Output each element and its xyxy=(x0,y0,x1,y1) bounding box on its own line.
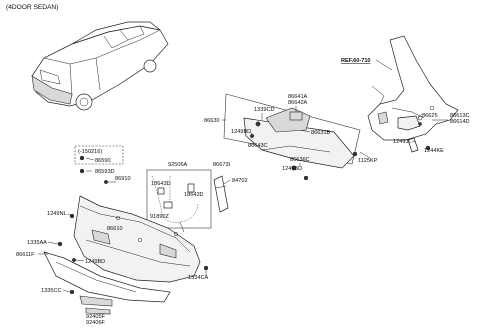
bumper-lower-garnish xyxy=(43,241,209,315)
callout-1244KE: 1244KE xyxy=(424,148,444,154)
callout-1249BD-a: 1249BD xyxy=(231,129,251,135)
callout-1249JL: 1249JL xyxy=(393,139,411,145)
callout-1339CD: 1339CD xyxy=(254,107,275,113)
callout-86642A: 86642A xyxy=(288,100,308,106)
callout-92506A: 92506A xyxy=(168,162,188,168)
callout-18643D-a: 18643D xyxy=(151,181,171,187)
callout-86631B: 86631B xyxy=(311,130,331,136)
callout-86614D: 86614D xyxy=(450,119,470,125)
callout-86641A: 86641A xyxy=(288,94,308,100)
callout-18643D-b: 18643D xyxy=(184,192,204,198)
callout-1335AA: 1335AA xyxy=(27,240,47,246)
callout-1334CA: 1334CA xyxy=(188,275,208,281)
variant-label: (4DOOR SEDAN) xyxy=(6,4,58,11)
callouts: 86641A 86642A 1339CD 86630 1249BD 86631B… xyxy=(16,94,470,326)
callout-1249NL: 1249NL xyxy=(47,211,67,217)
callout-86673I: 86673I xyxy=(213,162,231,168)
callout-150216: (-150216) xyxy=(78,149,102,155)
callout-86593D: 86593D xyxy=(95,169,115,175)
ref-label: REF.60-710 xyxy=(341,58,371,64)
wiring-harness xyxy=(146,169,229,233)
callout-86610: 86610 xyxy=(107,226,123,232)
callout-1335CC: 1335CC xyxy=(41,288,62,294)
car-overview xyxy=(31,21,169,111)
callout-91890Z: 91890Z xyxy=(150,214,170,220)
callout-1249BD-c: 1249BD xyxy=(85,259,105,265)
callout-86590: 86590 xyxy=(95,158,111,164)
callout-1249BD-b: 1249BD xyxy=(282,166,302,172)
callout-86625: 86625 xyxy=(422,113,438,119)
rear-bumper xyxy=(73,195,201,283)
callout-84702: 84702 xyxy=(232,178,248,184)
callout-92406F: 92406F xyxy=(86,320,106,326)
rear-reflector-assembly xyxy=(223,93,371,181)
callout-86613C: 86613C xyxy=(450,113,470,119)
callout-86630: 86630 xyxy=(204,118,220,124)
left-small-parts xyxy=(69,145,124,219)
callout-1125KP: 1125KP xyxy=(358,158,378,164)
callout-92405F: 92405F xyxy=(86,314,106,320)
callout-86611F: 86611F xyxy=(16,252,35,258)
side-bracket-group xyxy=(397,113,431,153)
callout-86910: 86910 xyxy=(115,176,131,182)
callout-86636C: 86636C xyxy=(290,157,310,163)
callout-86643C: 86643C xyxy=(248,143,268,149)
